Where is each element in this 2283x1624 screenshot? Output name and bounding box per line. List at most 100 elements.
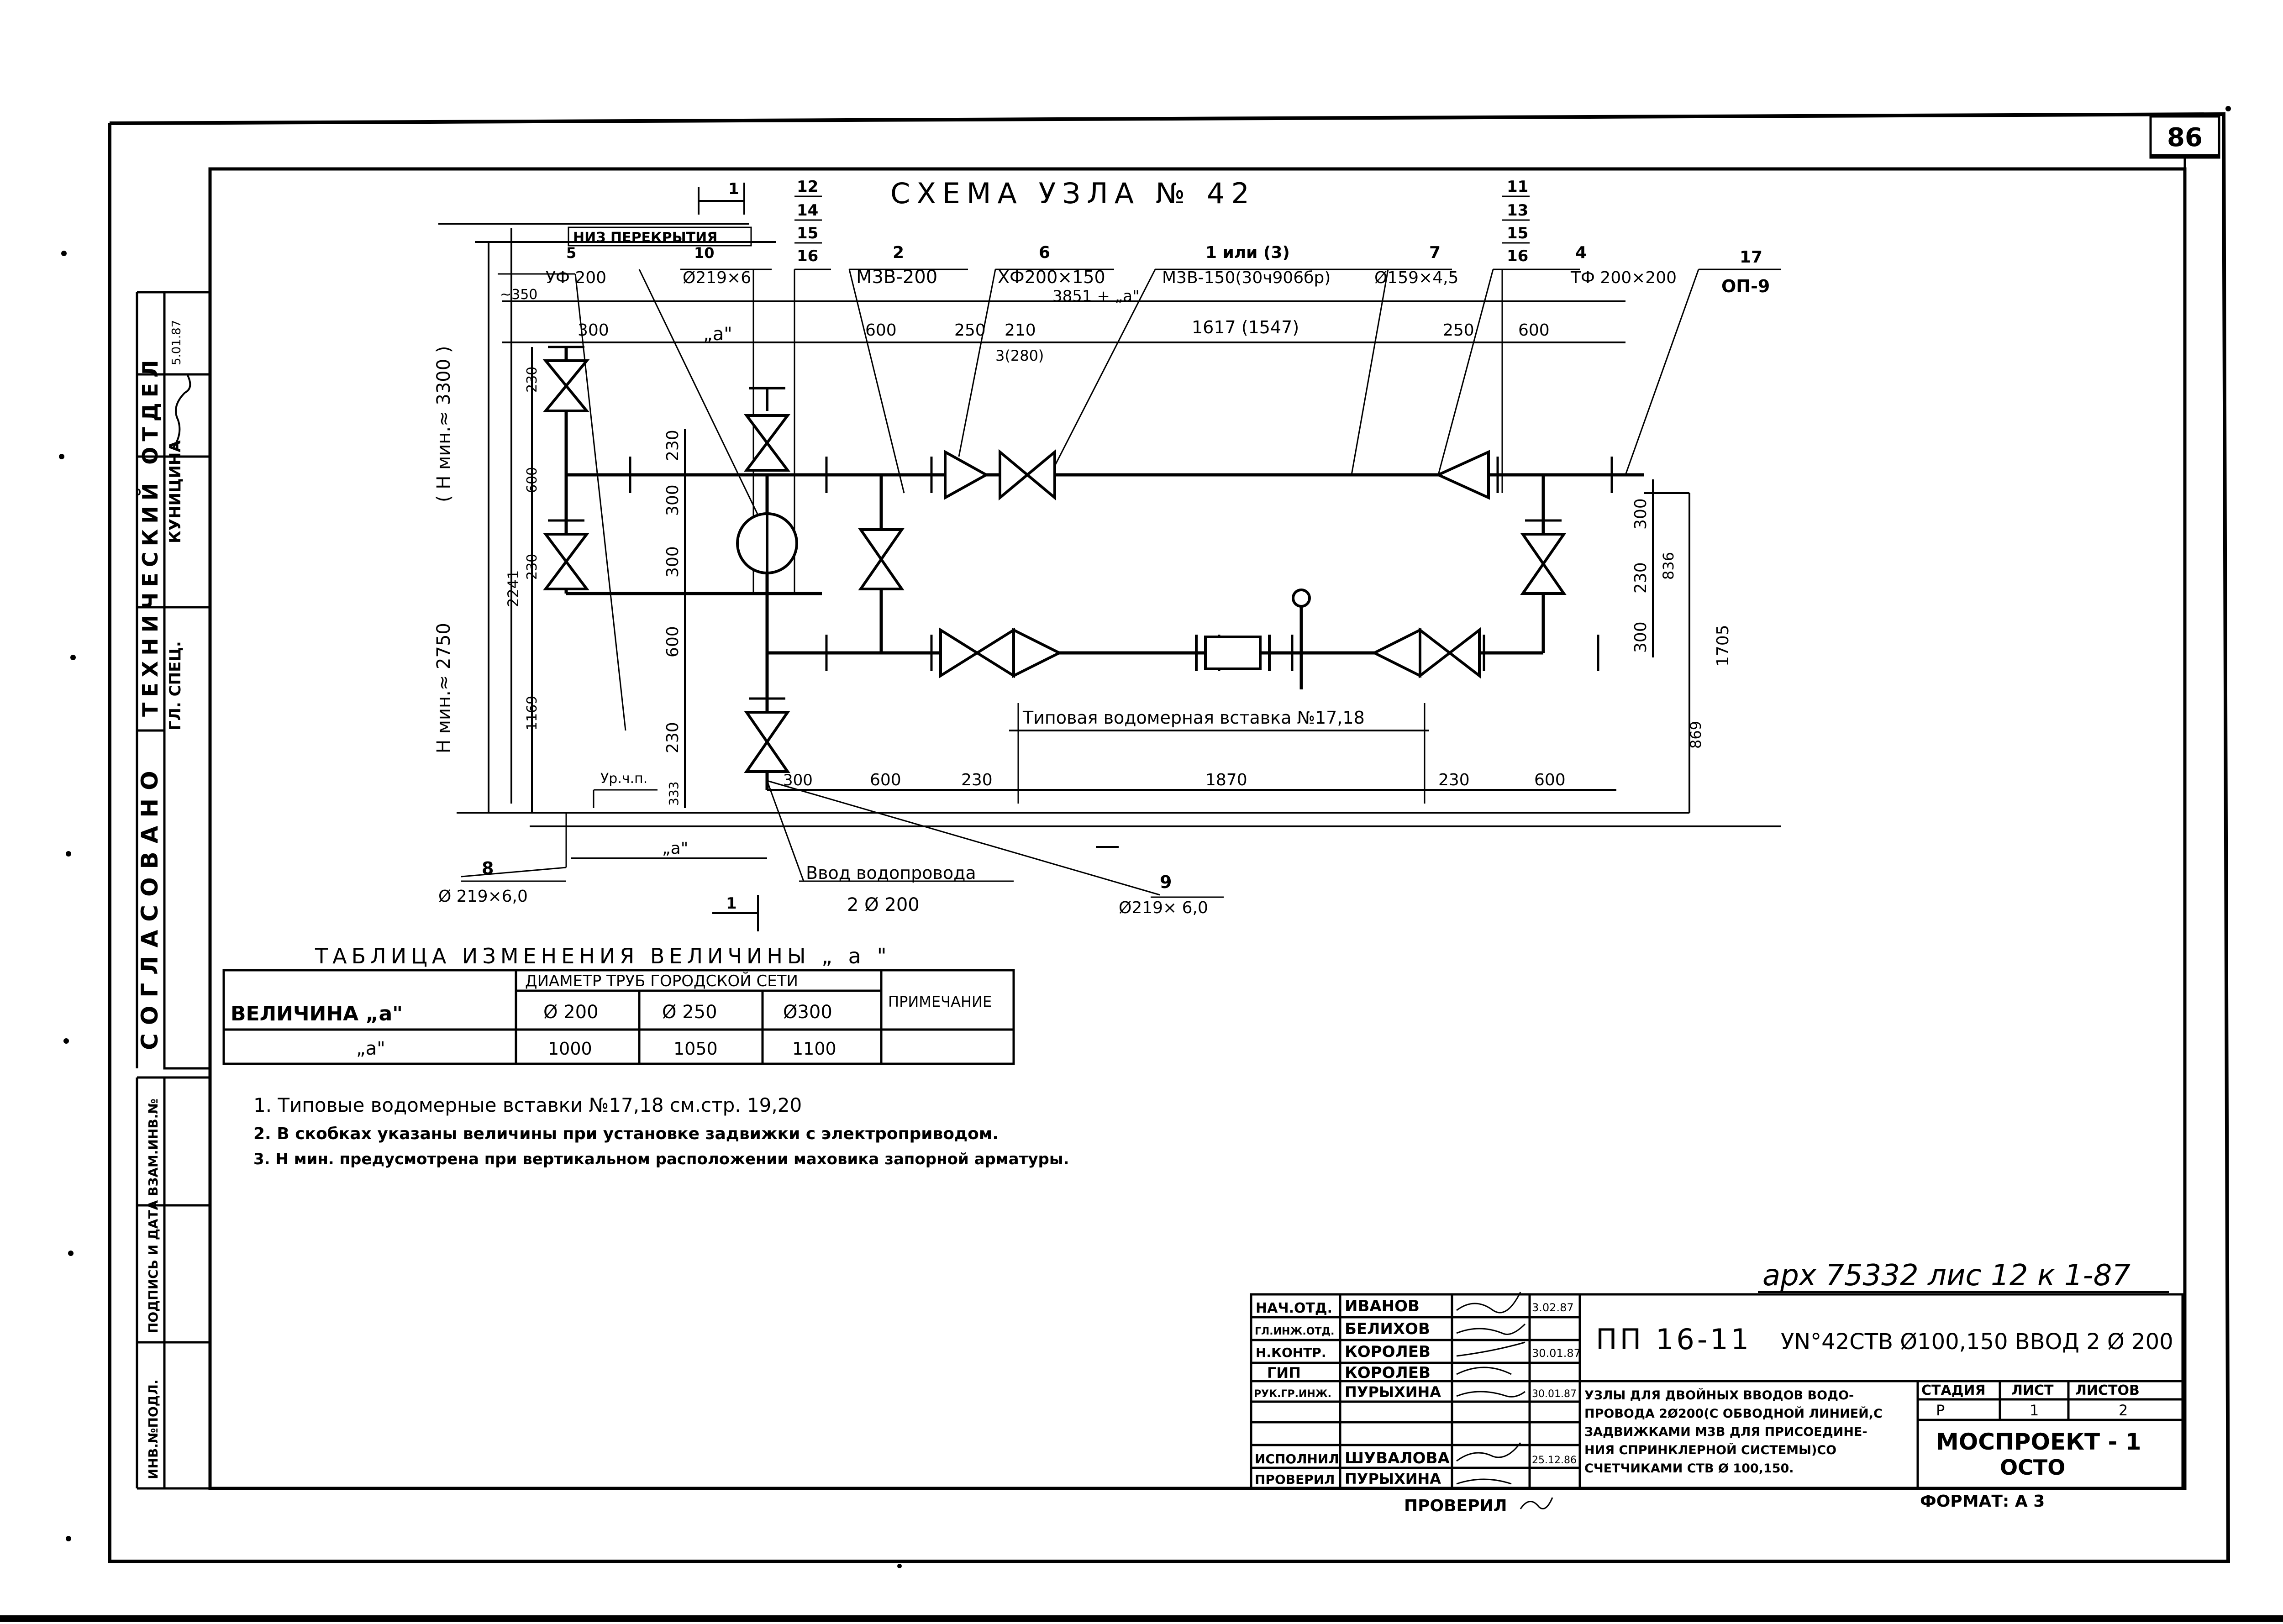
svg-text:12: 12 xyxy=(797,178,818,196)
doc-description-3: ЗАДВИЖКАМИ М3В ДЛЯ ПРИСОЕДИНЕ- xyxy=(1584,1425,1867,1439)
strip-role: ГЛ. СПЕЦ. xyxy=(166,641,184,731)
svg-text:ИВАНОВ: ИВАНОВ xyxy=(1345,1297,1420,1315)
dim-total-top: 3851 + „a" xyxy=(1052,287,1140,305)
strip-name: КУНИЦИНА xyxy=(166,440,184,543)
svg-text:600: 600 xyxy=(1534,771,1566,789)
svg-text:1705: 1705 xyxy=(1714,625,1732,667)
strip-inv-orig: ИНВ.№ПОДЛ. xyxy=(146,1379,161,1479)
svg-text:30.01.87: 30.01.87 xyxy=(1532,1388,1577,1400)
table-value-1: 1000 xyxy=(548,1039,592,1059)
svg-text:230: 230 xyxy=(663,722,682,753)
valve-v1 xyxy=(542,359,590,412)
table-row-label: „a" xyxy=(356,1038,385,1059)
svg-text:11: 11 xyxy=(1507,178,1528,196)
section-mark-bottom: 1 xyxy=(726,894,737,913)
svg-text:БЕЛИХОВ: БЕЛИХОВ xyxy=(1345,1320,1430,1338)
change-table: ТАБЛИЦА ИЗМЕНЕНИЯ ВЕЛИЧИНЫ „ a " ВЕЛИЧИН… xyxy=(222,944,1015,1065)
doc-description-5: СЧЕТЧИКАМИ СТВ Ø 100,150. xyxy=(1584,1461,1794,1476)
table-note-header: ПРИМЕЧАНИЕ xyxy=(888,993,992,1010)
svg-text:1169: 1169 xyxy=(524,696,540,731)
svg-text:300: 300 xyxy=(663,484,682,516)
valve-h3 xyxy=(1419,627,1481,679)
inlet-spec: 2 Ø 200 xyxy=(847,894,920,915)
callout-8-num: 8 xyxy=(482,858,494,878)
note-1: 1. Типовые водомерные вставки №17,18 см.… xyxy=(253,1094,802,1116)
floor-label: НИЗ ПЕРЕКРЫТИЯ xyxy=(573,230,717,246)
svg-text:15: 15 xyxy=(797,224,818,242)
valve-h2 xyxy=(999,449,1056,501)
table-value-3: 1100 xyxy=(792,1039,836,1059)
checked-signature xyxy=(1520,1497,1553,1509)
stage-value: Р xyxy=(1936,1402,1945,1419)
svg-text:ГЛ.ИНЖ.ОТД.: ГЛ.ИНЖ.ОТД. xyxy=(1255,1326,1334,1337)
table-diameter-2: Ø 250 xyxy=(662,1002,717,1023)
org-name-2: ОСТО xyxy=(2000,1455,2065,1480)
callout-5-spec: УФ 200 xyxy=(546,268,606,287)
middle-dimensions: 230 300 300 600 230 333 xyxy=(663,429,686,808)
svg-text:300: 300 xyxy=(578,321,609,340)
svg-text:600: 600 xyxy=(1518,321,1550,340)
svg-text:250: 250 xyxy=(1443,321,1474,340)
svg-text:869: 869 xyxy=(1687,721,1704,749)
svg-text:13: 13 xyxy=(1507,201,1528,220)
dim-280: 3(280) xyxy=(995,347,1044,364)
strip-dept: ТЕХНИЧЕСКИЙ ОТДЕЛ xyxy=(138,355,163,717)
callout-5-num: 5 xyxy=(566,244,576,262)
stage-header: СТАДИЯ xyxy=(1921,1382,1986,1398)
left-strip-text: СОГЛАСОВАНО ТЕХНИЧЕСКИЙ ОТДЕЛ ГЛ. СПЕЦ. … xyxy=(137,320,191,1479)
org-name-1: МОСПРОЕКТ - 1 xyxy=(1936,1429,2141,1455)
height-min-top: ( Н мин.≈ 3300 ) xyxy=(433,346,454,503)
strip-sign-date: ПОДПИСЬ И ДАТА xyxy=(146,1200,161,1333)
svg-text:3.02.87: 3.02.87 xyxy=(1532,1301,1574,1314)
svg-text:16: 16 xyxy=(1507,247,1528,265)
sheets-value: 2 xyxy=(2119,1402,2128,1419)
sheet-value: 1 xyxy=(2030,1402,2039,1419)
change-table-caption: ТАБЛИЦА ИЗМЕНЕНИЯ ВЕЛИЧИНЫ „ a " xyxy=(315,944,891,968)
title-block-signatures xyxy=(1456,1292,1526,1485)
outer-dimension-lines xyxy=(438,183,1781,848)
callout-2-spec: М3В-200 xyxy=(856,267,937,288)
meter-insert: Типовая водомерная вставка №17,18 xyxy=(1009,703,1429,804)
left-approval-strip xyxy=(136,291,211,1490)
a-dimension-bottom: „a" xyxy=(662,839,688,858)
svg-text:836: 836 xyxy=(1660,552,1677,580)
handwritten-archive-note: арх 75332 лис 12 к 1-87 xyxy=(1762,1259,2130,1293)
scan-speckles xyxy=(59,106,2231,1568)
callout-9-spec: Ø219× 6,0 xyxy=(1119,899,1208,917)
sheet-number: 86 xyxy=(2167,123,2203,152)
format-label: ФОРМАТ: А 3 xyxy=(1920,1492,2045,1511)
left-dimensions: 230 600 230 2241 1169 xyxy=(505,347,540,813)
table-diameter-3: Ø300 xyxy=(783,1002,832,1023)
notes: 1. Типовые водомерные вставки №17,18 см.… xyxy=(253,1094,1069,1168)
note-2: 2. В скобках указаны величины при устано… xyxy=(253,1125,999,1143)
table-group-header: ДИАМЕТР ТРУБ ГОРОДСКОЙ СЕТИ xyxy=(525,972,798,990)
svg-text:230: 230 xyxy=(961,771,993,789)
svg-text:НАЧ.ОТД.: НАЧ.ОТД. xyxy=(1256,1300,1332,1316)
water-meter xyxy=(736,387,1311,671)
callout-leaders xyxy=(461,268,1781,898)
doc-code: ПП 16-11 xyxy=(1596,1323,1752,1356)
svg-text:ПУРЫХИНА: ПУРЫХИНА xyxy=(1345,1383,1441,1401)
sheets-header: ЛИСТОВ xyxy=(2075,1382,2140,1398)
svg-text:Н.КОНТР.: Н.КОНТР. xyxy=(1256,1345,1326,1360)
table-row-header: ВЕЛИЧИНА „a" xyxy=(231,1002,403,1025)
svg-text:КОРОЛЕВ: КОРОЛЕВ xyxy=(1345,1343,1431,1361)
callout-1-num: 1 или (3) xyxy=(1205,243,1290,262)
diagram-title: СХЕМА УЗЛА № 42 xyxy=(890,177,1256,210)
svg-text:230: 230 xyxy=(524,367,540,393)
svg-text:25.12.86: 25.12.86 xyxy=(1532,1455,1577,1466)
svg-text:14: 14 xyxy=(797,201,818,220)
doc-description-2: ПРОВОДА 2Ø200(С ОБВОДНОЙ ЛИНИЕЙ,С xyxy=(1584,1406,1883,1421)
table-value-2: 1050 xyxy=(673,1039,718,1059)
svg-text:2241: 2241 xyxy=(505,570,522,607)
svg-text:КОРОЛЕВ: КОРОЛЕВ xyxy=(1345,1364,1431,1382)
inlet-label: Ввод водопровода xyxy=(806,863,976,883)
svg-text:РУК.ГР.ИНЖ.: РУК.ГР.ИНЖ. xyxy=(1254,1388,1331,1400)
top-dimensions: ~350 300 „a" 600 250 210 1617 (1547) 250… xyxy=(500,287,1625,364)
callout-2-num: 2 xyxy=(893,243,904,262)
note-3: 3. Н мин. предусмотрена при вертикальном… xyxy=(253,1150,1069,1168)
strip-date: 5.01.87 xyxy=(170,320,184,365)
svg-text:300: 300 xyxy=(1631,621,1650,653)
callout-4-num: 4 xyxy=(1575,243,1587,262)
valve-v2 xyxy=(543,533,589,590)
